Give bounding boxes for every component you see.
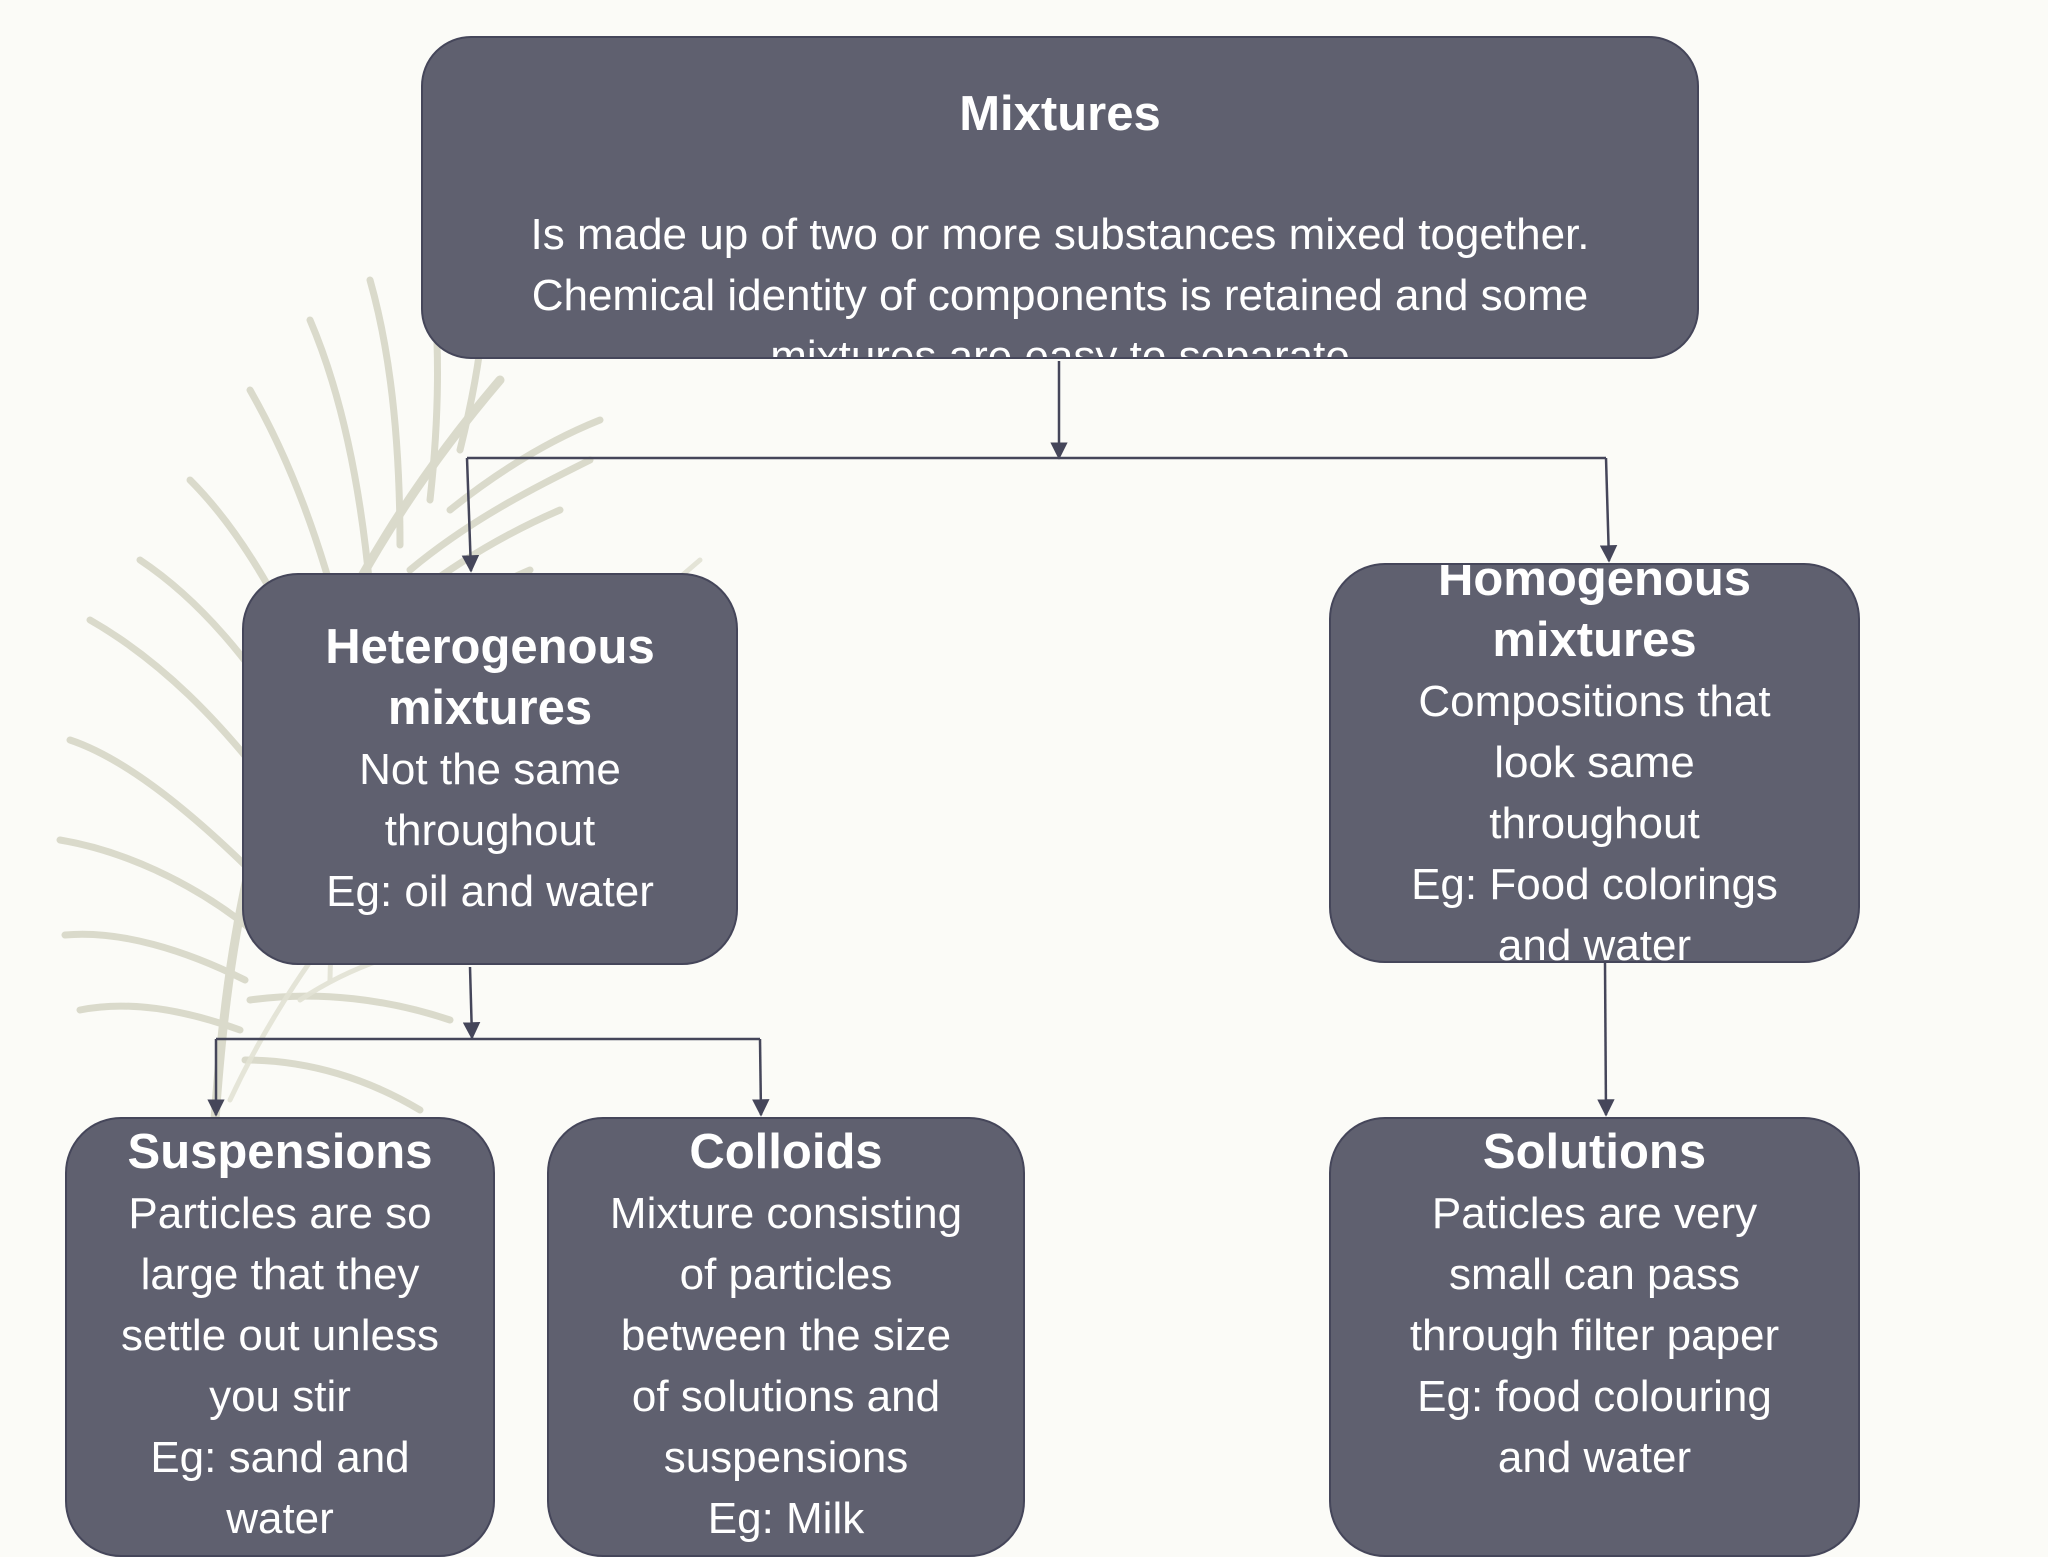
node-suspensions-body: Particles are so large that they settle … [121,1189,439,1543]
node-colloids-body: Mixture consisting of particles between … [609,1189,963,1543]
node-solutions: Solutions Paticles are very small can pa… [1329,1117,1860,1557]
node-colloids: Colloids Mixture consisting of particles… [547,1117,1025,1557]
node-heterogeneous-body: Not the same throughout Eg: oil and wate… [326,744,654,916]
node-homogeneous-body: Compositions that look same throughout E… [1411,676,1778,963]
node-homogeneous-title: Homogenous mixtures [1437,563,1752,667]
node-mixtures: Mixtures Is made up of two or more subst… [421,36,1699,359]
connector-hetero-down [462,966,481,1040]
node-suspensions: Suspensions Particles are so large that … [65,1117,495,1557]
node-heterogeneous-title: Heterogenous mixtures [325,619,655,735]
node-colloids-title: Colloids [689,1125,883,1179]
connector-to-homo [1599,457,1618,563]
node-homogeneous-mixtures: Homogenous mixtures Compositions that lo… [1329,563,1860,963]
node-suspensions-title: Suspensions [127,1125,433,1179]
connector-to-colloids [752,1038,770,1117]
connector-to-solutions [1597,962,1615,1117]
node-solutions-title: Solutions [1482,1125,1707,1179]
node-mixtures-title: Mixtures [959,87,1161,141]
node-solutions-body: Paticles are very small can pass through… [1409,1189,1780,1482]
node-mixtures-body: Is made up of two or more substances mix… [530,210,1590,359]
connector-to-hetero [461,457,480,573]
node-heterogeneous-mixtures: Heterogenous mixtures Not the same throu… [242,573,738,965]
